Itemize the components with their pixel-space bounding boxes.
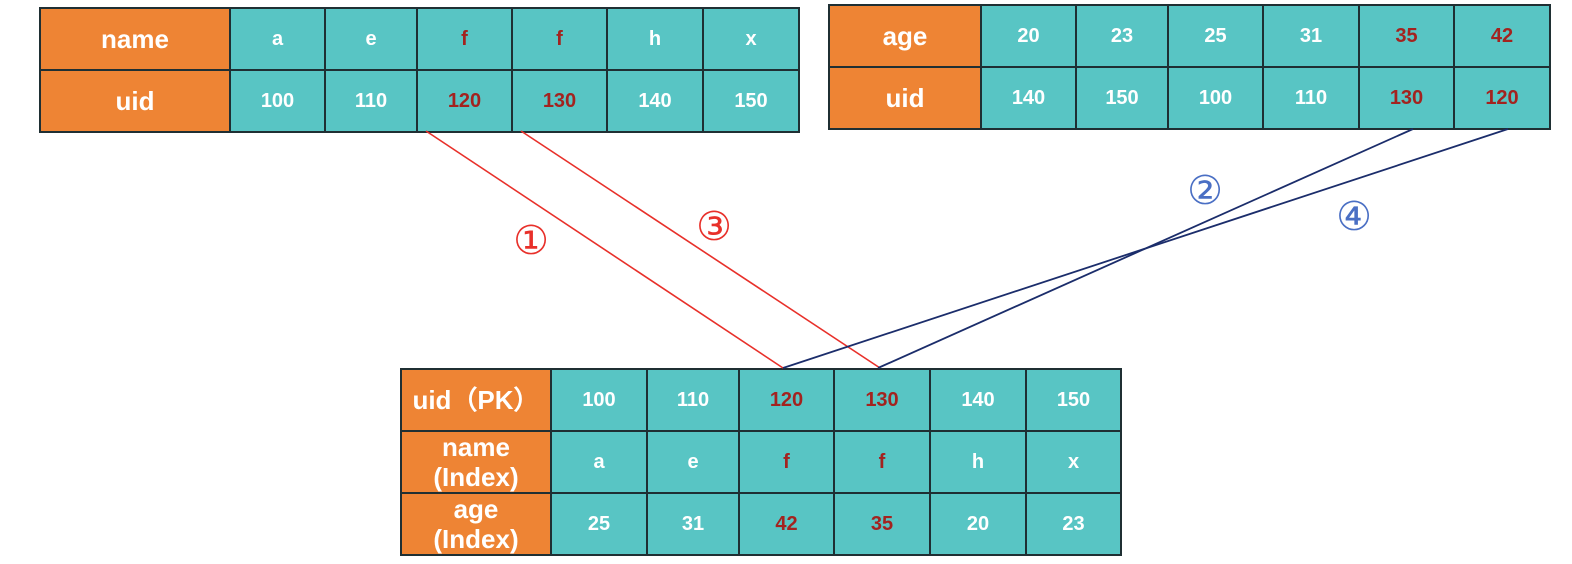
table-cell: 25 bbox=[1167, 4, 1264, 68]
row-header-text: uid bbox=[885, 83, 925, 113]
table-cell: 150 bbox=[702, 69, 800, 133]
table-cell: 31 bbox=[1262, 4, 1360, 68]
table-cell: 120 bbox=[1453, 66, 1551, 130]
table-cell: 130 bbox=[511, 69, 608, 133]
step-3-line bbox=[520, 130, 881, 369]
row-header-text: (Index) bbox=[433, 524, 519, 554]
row-header-text: name bbox=[101, 24, 169, 54]
table-cell: 110 bbox=[1262, 66, 1360, 130]
row-header: uid bbox=[828, 66, 982, 130]
table-cell: 140 bbox=[980, 66, 1077, 130]
table-cell: f bbox=[833, 430, 931, 494]
table-cell: 23 bbox=[1075, 4, 1169, 68]
row-header-text: name bbox=[442, 432, 510, 462]
table-cell: f bbox=[511, 7, 608, 71]
table-cell: e bbox=[324, 7, 418, 71]
table-cell: x bbox=[1025, 430, 1122, 494]
step-3-label: ③ bbox=[696, 204, 732, 250]
row-header-text: uid（PK） bbox=[412, 385, 540, 415]
table-cell: f bbox=[416, 7, 513, 71]
table-cell: 110 bbox=[646, 368, 740, 432]
table-cell: a bbox=[229, 7, 326, 71]
table-cell: 20 bbox=[980, 4, 1077, 68]
step-1-line bbox=[425, 130, 784, 369]
row-header: name bbox=[39, 7, 231, 71]
row-header: name(Index) bbox=[400, 430, 552, 494]
table-cell: 150 bbox=[1025, 368, 1122, 432]
row-header: age(Index) bbox=[400, 492, 552, 556]
row-header-text: age bbox=[453, 494, 499, 524]
step-2-label: ② bbox=[1187, 168, 1223, 214]
table-cell: 100 bbox=[229, 69, 326, 133]
table-cell: 120 bbox=[738, 368, 835, 432]
table-cell: 42 bbox=[738, 492, 835, 556]
table-cell: 35 bbox=[833, 492, 931, 556]
table-cell: f bbox=[738, 430, 835, 494]
table-cell: 140 bbox=[606, 69, 704, 133]
table-cell: 100 bbox=[1167, 66, 1264, 130]
table-cell: 110 bbox=[324, 69, 418, 133]
table-cell: 150 bbox=[1075, 66, 1169, 130]
table-cell: e bbox=[646, 430, 740, 494]
step-4-label: ④ bbox=[1336, 194, 1372, 240]
row-header-text: age bbox=[882, 21, 928, 51]
row-header: age bbox=[828, 4, 982, 68]
table-cell: 20 bbox=[929, 492, 1027, 556]
table-cell: 25 bbox=[550, 492, 648, 556]
row-header: uid bbox=[39, 69, 231, 133]
row-header: uid（PK） bbox=[400, 368, 552, 432]
table-cell: 130 bbox=[833, 368, 931, 432]
table-cell: 120 bbox=[416, 69, 513, 133]
table-cell: 130 bbox=[1358, 66, 1455, 130]
table-cell: a bbox=[550, 430, 648, 494]
table-cell: 23 bbox=[1025, 492, 1122, 556]
table-cell: h bbox=[929, 430, 1027, 494]
step-4-line bbox=[782, 128, 1509, 369]
table-cell: 35 bbox=[1358, 4, 1455, 68]
table-cell: 100 bbox=[550, 368, 648, 432]
step-1-label: ① bbox=[513, 218, 549, 264]
row-header-text: uid bbox=[115, 86, 155, 116]
table-cell: x bbox=[702, 7, 800, 71]
table-cell: 31 bbox=[646, 492, 740, 556]
table-cell: 42 bbox=[1453, 4, 1551, 68]
table-cell: 140 bbox=[929, 368, 1027, 432]
table-cell: h bbox=[606, 7, 704, 71]
row-header-text: (Index) bbox=[433, 462, 519, 492]
